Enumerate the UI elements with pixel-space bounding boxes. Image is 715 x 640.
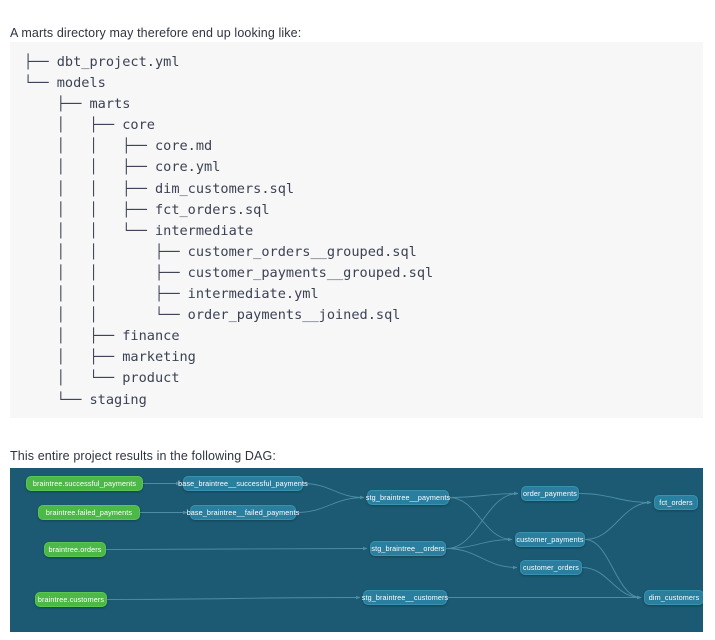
dag-edge-customer_payments-to-fct_orders (584, 500, 652, 540)
dag-edge-customer_payments-to-dim_customers (584, 539, 642, 600)
dag-node-label: fct_orders (659, 498, 693, 507)
dag-edge-braintree_customers-to-stg_braintree__customers (106, 595, 361, 600)
dag-node-label: dim_customers (648, 593, 700, 602)
dag-node-label: braintree.failed_payments (45, 508, 133, 517)
directory-tree-content: ├── dbt_project.yml └── models ├── marts… (24, 54, 434, 408)
dag-node-braintree_successful_payments[interactable]: braintree.successful_payments (26, 476, 143, 491)
dag-node-customer_orders[interactable]: customer_orders (520, 560, 582, 575)
dag-node-label: base_braintree__successful_payments (178, 479, 308, 488)
dag-edge-customer_orders-to-dim_customers (581, 567, 642, 600)
dag-node-braintree_customers[interactable]: braintree.customers (35, 592, 107, 607)
dag-node-label: order_payments (523, 489, 577, 498)
dag-edge-base_braintree__failed_payments-to-stg_braintree__payments (295, 495, 365, 513)
dag-edge-order_payments-to-fct_orders (578, 493, 652, 505)
dag-caption-paragraph: This entire project results in the follo… (10, 448, 276, 463)
dag-node-label: customer_payments (516, 535, 584, 544)
directory-tree-code-block: ├── dbt_project.yml └── models ├── marts… (10, 42, 703, 418)
dag-node-label: braintree.orders (48, 545, 102, 554)
dag-edges-layer (105, 481, 652, 600)
dag-node-stg_braintree__customers[interactable]: stg_braintree__customers (361, 590, 449, 605)
dag-node-braintree_orders[interactable]: braintree.orders (44, 542, 106, 557)
dag-node-stg_braintree__orders[interactable]: stg_braintree__orders (370, 541, 446, 556)
dag-node-label: braintree.successful_payments (32, 479, 137, 488)
dag-edge-stg_braintree__orders-to-customer_payments (445, 537, 513, 549)
dag-node-label: stg_braintree__payments (365, 493, 451, 502)
dag-lineage-graph[interactable]: braintree.successful_payments braintree.f… (10, 468, 703, 632)
dag-edge-braintree_orders-to-stg_braintree__orders (105, 546, 368, 551)
dag-node-label: braintree.customers (37, 595, 105, 604)
dag-node-base_braintree__failed_payments[interactable]: base_braintree__failed_payments (187, 505, 299, 520)
dag-edge-stg_braintree__orders-to-customer_orders (445, 548, 518, 570)
dag-node-label: stg_braintree__customers (361, 593, 449, 602)
dag-edge-base_braintree__successful_payments-to-stg_braintree__payments (302, 483, 365, 500)
dag-edge-stg_braintree__payments-to-order_payments (448, 491, 519, 498)
dag-node-base_braintree__successful_payments[interactable]: base_braintree__successful_payments (178, 476, 308, 491)
intro-paragraph: A marts directory may therefore end up l… (10, 25, 302, 40)
dag-node-label: base_braintree__failed_payments (186, 508, 300, 517)
dag-node-customer_payments[interactable]: customer_payments (515, 532, 585, 547)
dag-node-fct_orders[interactable]: fct_orders (654, 495, 698, 510)
dag-node-label: customer_orders (522, 563, 580, 572)
dag-node-dim_customers[interactable]: dim_customers (644, 590, 703, 605)
dag-edge-stg_braintree__payments-to-customer_payments (448, 497, 513, 542)
dag-node-label: stg_braintree__orders (371, 544, 445, 553)
dag-node-braintree_failed_payments[interactable]: braintree.failed_payments (38, 505, 140, 520)
dag-node-order_payments[interactable]: order_payments (521, 486, 579, 501)
dag-edge-stg_braintree__orders-to-order_payments (445, 491, 519, 549)
dag-node-stg_braintree__payments[interactable]: stg_braintree__payments (365, 490, 451, 505)
